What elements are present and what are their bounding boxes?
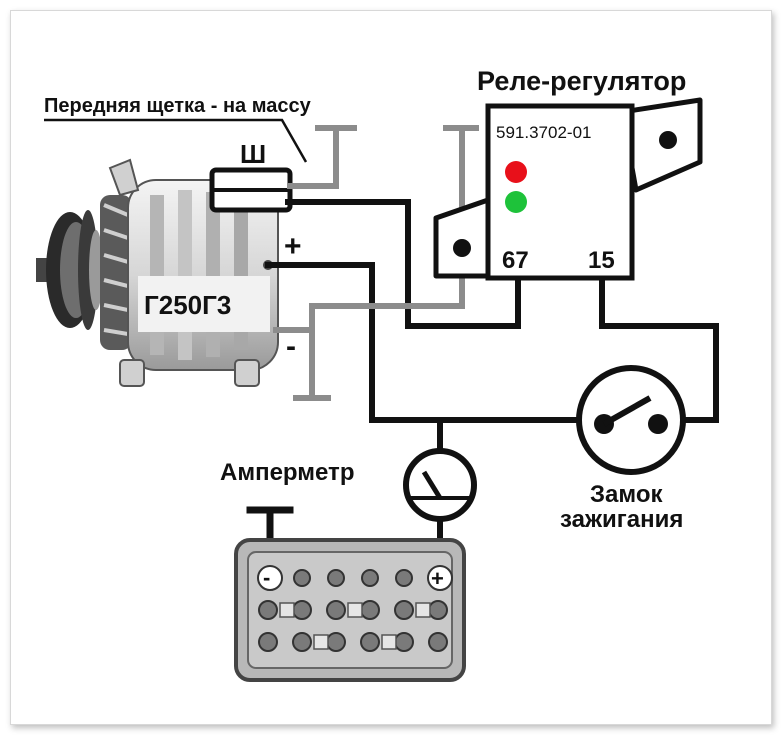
ignition-label-line1: Замок bbox=[590, 481, 663, 508]
wire-ignition-to-15 bbox=[599, 269, 719, 423]
battery-minus-label: - bbox=[263, 565, 270, 590]
wire-brush-to-67 bbox=[285, 199, 521, 329]
battery-plus-post bbox=[427, 565, 453, 591]
generator-model-label: Г250Г3 bbox=[144, 290, 231, 320]
generator-housing bbox=[108, 158, 279, 387]
wire-plus-to-ammeter bbox=[265, 262, 443, 461]
battery-minus-post bbox=[257, 565, 283, 591]
ignition-label-line2: зажигания bbox=[560, 506, 683, 533]
relay-terminal-67: 67 bbox=[502, 247, 529, 274]
relay-terminal-15: 15 bbox=[588, 247, 615, 274]
relay-lamp-red bbox=[505, 161, 527, 183]
generator bbox=[36, 158, 293, 387]
ignition-switch bbox=[576, 365, 686, 475]
front-brush-label: Передняя щетка - на массу bbox=[44, 95, 312, 117]
brush-terminal-label: Ш bbox=[240, 139, 266, 169]
generator-minus-label: - bbox=[286, 330, 296, 363]
front-brush-pointer bbox=[44, 118, 308, 163]
relay-regulator bbox=[433, 97, 703, 281]
generator-plus-label: + bbox=[284, 230, 302, 263]
relay-title: Реле-регулятор bbox=[477, 66, 686, 96]
battery-plus-label: + bbox=[431, 566, 444, 591]
battery bbox=[234, 538, 466, 682]
ammeter bbox=[403, 448, 477, 522]
generator-fan bbox=[100, 195, 132, 350]
ground-front-brush bbox=[287, 125, 357, 189]
relay-lamp-green bbox=[505, 191, 527, 213]
battery-links bbox=[279, 602, 431, 650]
relay-model: 591.3702-01 bbox=[496, 123, 591, 142]
generator-pulley bbox=[36, 210, 103, 330]
brush-holder-terminal bbox=[209, 167, 293, 213]
ammeter-label: Амперметр bbox=[220, 459, 354, 486]
